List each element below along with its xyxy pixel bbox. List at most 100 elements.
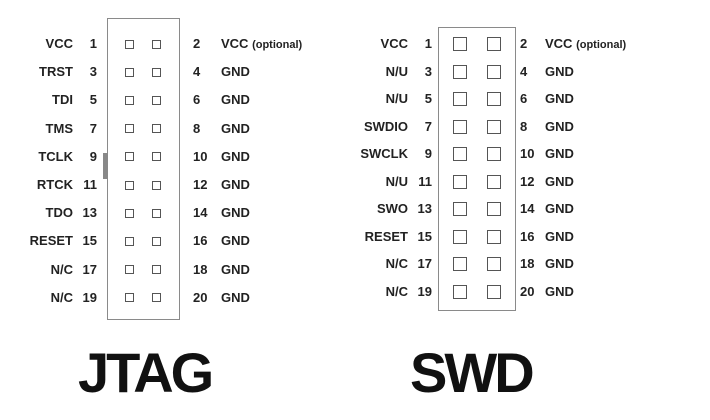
swd-right-signal-label: GND xyxy=(545,140,574,168)
jtag-right-signal-label: GND xyxy=(221,171,250,199)
jtag-even-pin-pad xyxy=(152,265,161,275)
swd-title: SWD xyxy=(410,341,535,404)
jtag-right-signal-name: GND xyxy=(221,177,250,192)
jtag-even-pin-pad xyxy=(152,39,161,49)
jtag-right-signal-label: GND xyxy=(221,256,250,284)
jtag-even-pin-number: 4 xyxy=(193,64,201,80)
jtag-odd-pin-number: 7 xyxy=(89,120,97,136)
jtag-pin-row: N/C 17 18 GND xyxy=(0,256,710,284)
swd-even-pin-number: 12 xyxy=(520,173,535,189)
swd-odd-pin-pad xyxy=(453,147,467,161)
jtag-even-pin-pad xyxy=(152,208,161,218)
swd-odd-pin-number: 3 xyxy=(424,63,432,79)
swd-pin-row: SWO 13 14 GND xyxy=(0,195,710,223)
jtag-even-pin-number: 14 xyxy=(193,205,208,221)
swd-left-signal-label: SWO xyxy=(376,201,408,216)
jtag-odd-pin-pad xyxy=(125,39,134,49)
swd-odd-pin-number: 15 xyxy=(417,228,432,244)
jtag-right-signal-name: GND xyxy=(221,120,250,136)
swd-even-pin-pad xyxy=(487,64,501,79)
swd-right-signal-label: GND xyxy=(545,278,574,306)
swd-even-pin-number: 8 xyxy=(520,118,528,134)
swd-pin-row: N/U 11 12 GND xyxy=(0,168,710,196)
jtag-left-signal-label: TRST xyxy=(39,64,73,80)
swd-pin-row: N/C 19 20 GND xyxy=(0,278,710,306)
jtag-even-pin-pad xyxy=(152,95,161,105)
swd-odd-pin-number: 1 xyxy=(424,36,432,51)
jtag-odd-pin-number: 3 xyxy=(89,64,97,80)
jtag-left-signal-label: N/C xyxy=(50,261,73,277)
swd-right-signal-name: GND xyxy=(545,146,574,161)
swd-even-pin-number: 10 xyxy=(520,146,535,161)
swd-even-pin-pad xyxy=(487,92,501,106)
jtag-right-signal-name: GND xyxy=(221,289,250,305)
jtag-left-signal-label: N/C xyxy=(50,289,73,305)
swd-even-pin-pad xyxy=(487,257,501,271)
swd-right-signal-label: GND xyxy=(545,168,574,196)
swd-pin-row: VCC 1 2 VCC (optional) xyxy=(0,30,710,58)
jtag-key-notch xyxy=(103,153,108,179)
swd-even-pin-number: 2 xyxy=(520,36,528,51)
swd-odd-pin-number: 13 xyxy=(417,201,432,216)
jtag-even-pin-pad xyxy=(152,180,161,190)
swd-odd-pin-pad xyxy=(453,257,467,271)
swd-odd-pin-pad xyxy=(453,119,467,134)
jtag-connector-body xyxy=(107,18,180,320)
swd-left-signal-label: N/C xyxy=(385,283,408,299)
jtag-even-pin-number: 6 xyxy=(193,92,201,108)
swd-even-pin-number: 20 xyxy=(520,283,535,299)
swd-right-signal-label: VCC (optional) xyxy=(545,30,626,59)
swd-left-signal-label: SWDIO xyxy=(363,118,408,134)
swd-right-signal-note: (optional) xyxy=(576,39,627,51)
swd-even-pin-number: 4 xyxy=(520,63,528,79)
jtag-odd-pin-number: 15 xyxy=(82,233,97,249)
swd-even-pin-pad xyxy=(487,37,501,51)
jtag-even-pin-pad xyxy=(152,124,161,134)
swd-left-signal-label: N/U xyxy=(385,91,408,106)
jtag-right-signal-name: GND xyxy=(221,148,250,164)
swd-even-pin-number: 6 xyxy=(520,91,528,106)
jtag-left-signal-label: TDI xyxy=(52,92,73,108)
jtag-right-signal-label: GND xyxy=(221,284,250,312)
swd-odd-pin-number: 7 xyxy=(424,118,432,134)
swd-odd-pin-pad xyxy=(453,64,467,79)
jtag-pin-row: VCC 1 2 VCC (optional) xyxy=(0,30,710,58)
swd-right-signal-name: GND xyxy=(545,201,574,216)
jtag-left-signal-label: VCC xyxy=(45,36,73,51)
swd-right-signal-label: GND xyxy=(545,113,574,141)
jtag-odd-pin-number: 13 xyxy=(82,205,97,221)
jtag-odd-pin-pad xyxy=(125,208,134,218)
swd-right-signal-name: GND xyxy=(545,118,574,134)
jtag-right-signal-label: GND xyxy=(221,86,250,114)
swd-odd-pin-number: 11 xyxy=(418,173,432,189)
jtag-right-signal-name: GND xyxy=(221,64,250,80)
swd-even-pin-pad xyxy=(487,147,501,161)
swd-even-pin-pad xyxy=(487,284,501,299)
jtag-even-pin-number: 18 xyxy=(193,261,208,277)
jtag-pin-row: TRST 3 4 GND xyxy=(0,58,710,86)
swd-right-signal-name: GND xyxy=(545,173,574,189)
jtag-odd-pin-number: 9 xyxy=(89,148,97,164)
jtag-odd-pin-pad xyxy=(125,236,134,246)
swd-odd-pin-number: 17 xyxy=(417,256,432,271)
jtag-even-pin-number: 8 xyxy=(193,120,201,136)
swd-even-pin-pad xyxy=(487,174,501,189)
swd-odd-pin-number: 9 xyxy=(424,146,432,161)
swd-left-signal-label: N/U xyxy=(385,173,408,189)
swd-odd-pin-pad xyxy=(453,284,467,299)
swd-even-pin-number: 16 xyxy=(520,228,535,244)
jtag-right-signal-note: (optional) xyxy=(252,39,303,51)
jtag-odd-pin-number: 19 xyxy=(82,289,97,305)
swd-even-pin-pad xyxy=(487,202,501,216)
swd-left-signal-label: N/C xyxy=(385,256,408,271)
swd-right-signal-label: GND xyxy=(545,223,574,251)
swd-connector-body xyxy=(438,27,516,311)
jtag-even-pin-pad xyxy=(152,293,161,303)
swd-right-signal-name: GND xyxy=(545,228,574,244)
